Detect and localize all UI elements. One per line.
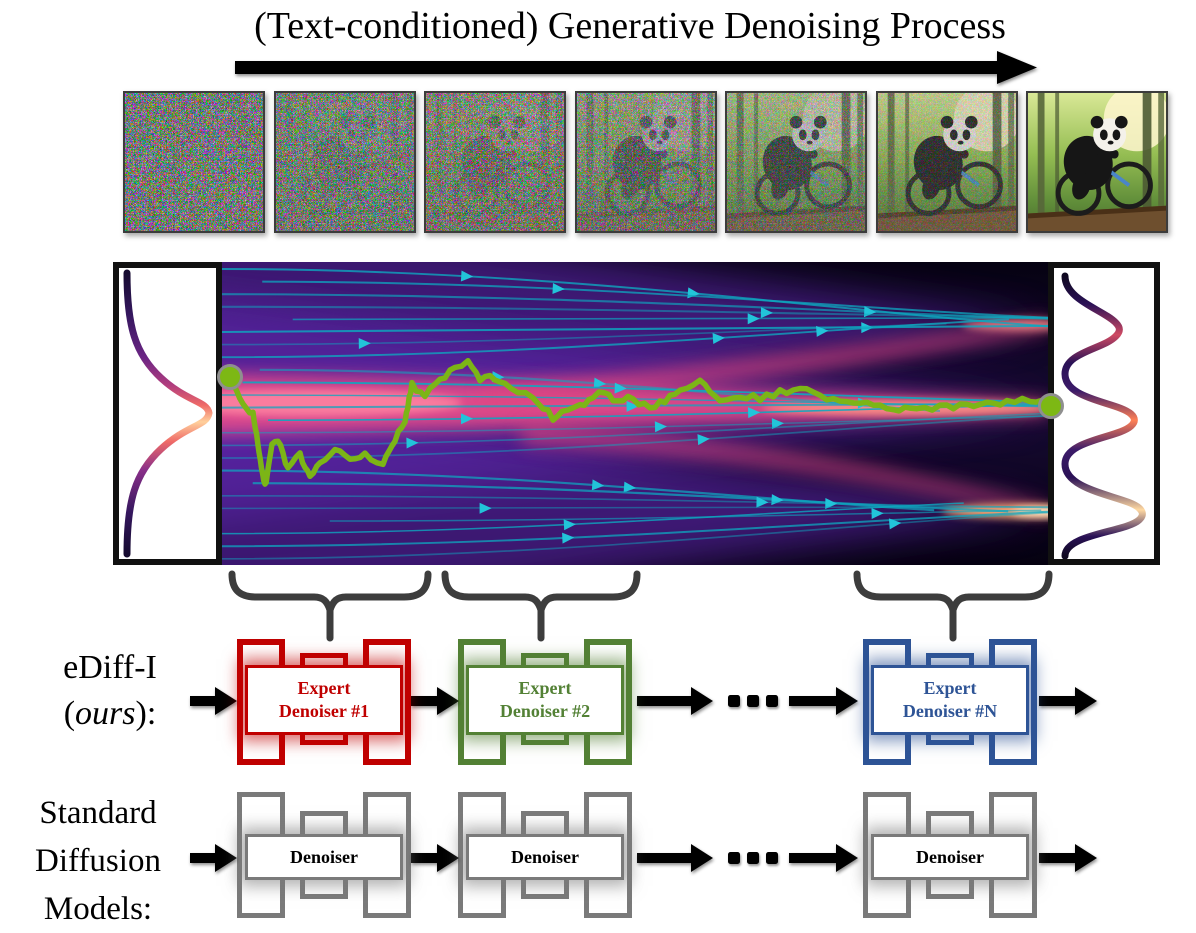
denoising-frame-3 bbox=[424, 91, 566, 233]
standard-denoiser-2-box: Denoiser bbox=[466, 834, 624, 880]
standard-denoiser-1-block: Denoiser bbox=[237, 792, 411, 918]
ediff-label-line1: eDiff-I bbox=[63, 649, 157, 686]
dot bbox=[747, 852, 759, 864]
dot bbox=[747, 695, 759, 707]
denoising-frame-1 bbox=[123, 91, 265, 233]
standard-denoiser-3-block: Denoiser bbox=[863, 792, 1037, 918]
expert-range-braces bbox=[228, 570, 1053, 642]
flow-field-panel bbox=[222, 262, 1048, 565]
end-point-marker bbox=[1038, 393, 1064, 419]
right-distribution-panel bbox=[1048, 262, 1160, 565]
denoising-frame-5 bbox=[725, 91, 867, 233]
denoising-frame-6 bbox=[875, 91, 1018, 233]
start-point-marker bbox=[217, 364, 243, 390]
dot bbox=[766, 852, 778, 864]
denoising-frame-4 bbox=[574, 91, 717, 233]
left-distribution-panel bbox=[113, 262, 222, 565]
denoising-frame-7 bbox=[1026, 91, 1168, 233]
standard-denoiser-2-block: Denoiser bbox=[458, 792, 632, 918]
dot bbox=[728, 852, 740, 864]
standard-denoiser-3-box: Denoiser bbox=[871, 834, 1029, 880]
standard-row-label: Standard Diffusion Models: bbox=[35, 795, 161, 927]
ellipsis-standard bbox=[728, 852, 778, 864]
ediff-label-line2: (ours): bbox=[63, 695, 157, 732]
unimodal-density-curve bbox=[123, 269, 213, 558]
ellipsis-ediff bbox=[728, 695, 778, 707]
standard-denoiser-1-box: Denoiser bbox=[245, 834, 403, 880]
trimodal-density-curve bbox=[1061, 272, 1146, 559]
figure-title: (Text-conditioned) Generative Denoising … bbox=[254, 5, 1006, 47]
dot bbox=[728, 695, 740, 707]
process-arrow bbox=[235, 51, 1037, 84]
dot bbox=[766, 695, 778, 707]
ediff-row-label: eDiff-I (ours): bbox=[25, 645, 195, 737]
denoising-frame-2 bbox=[273, 91, 416, 233]
